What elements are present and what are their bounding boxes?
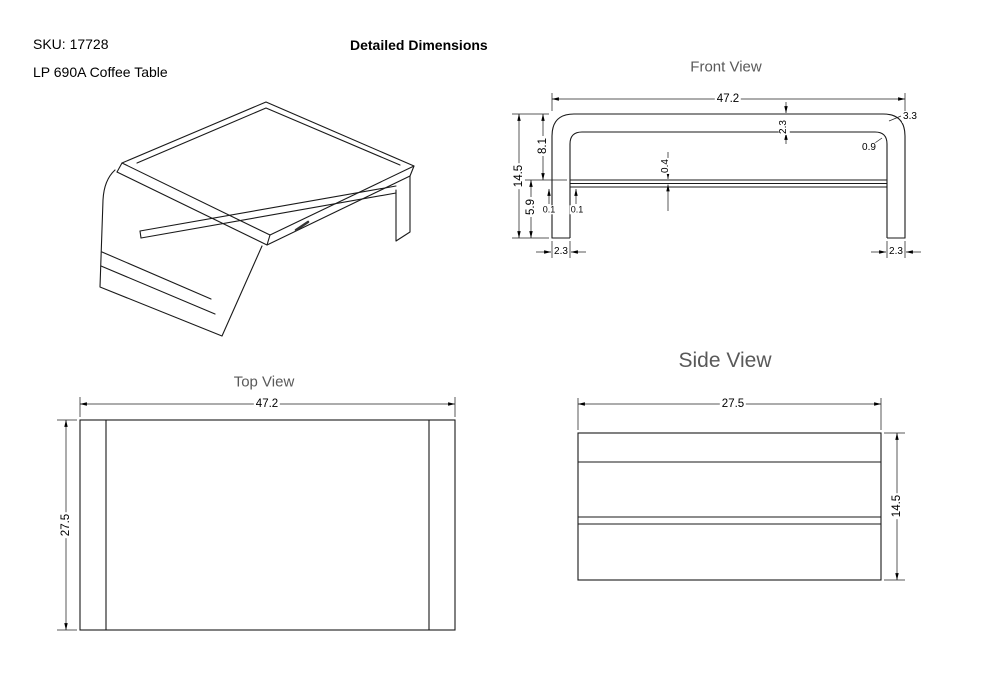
front-overall-height-dim: 14.5 [512,162,526,190]
front-shelf-gap-right-dim: 0.1 [569,204,585,215]
front-shelf-gap-left-dim: 0.1 [541,204,557,215]
front-right-leg-width-dim: 2.3 [888,245,904,258]
front-top-thickness-dim: 2.3 [777,119,790,135]
side-view-drawing [577,398,905,581]
front-inner-radius-dim: 0.9 [861,141,877,154]
top-view-label: Top View [233,373,295,391]
front-shelf-thickness-dim: 0.4 [659,158,672,174]
top-width-dim: 47.2 [253,397,281,411]
isometric-view-drawing [99,101,415,337]
product-name-label: LP 690A Coffee Table [33,64,168,80]
top-depth-dim: 27.5 [59,511,73,539]
side-view-label: Side View [678,349,772,372]
sku-label: SKU: 17728 [33,36,109,52]
top-view-drawing [57,397,456,631]
sheet-title: Detailed Dimensions [350,37,488,53]
shelf-logo-mark [294,220,310,232]
side-width-dim: 27.5 [719,397,747,411]
front-upper-height-dim: 8.1 [536,136,550,156]
side-height-dim: 14.5 [890,492,904,520]
front-width-dim: 47.2 [714,92,742,106]
front-left-leg-width-dim: 2.3 [553,245,569,258]
front-corner-radius-dim: 3.3 [902,110,918,123]
front-lower-height-dim: 5.9 [524,197,538,217]
front-view-label: Front View [690,58,762,76]
front-view-drawing [512,93,921,258]
